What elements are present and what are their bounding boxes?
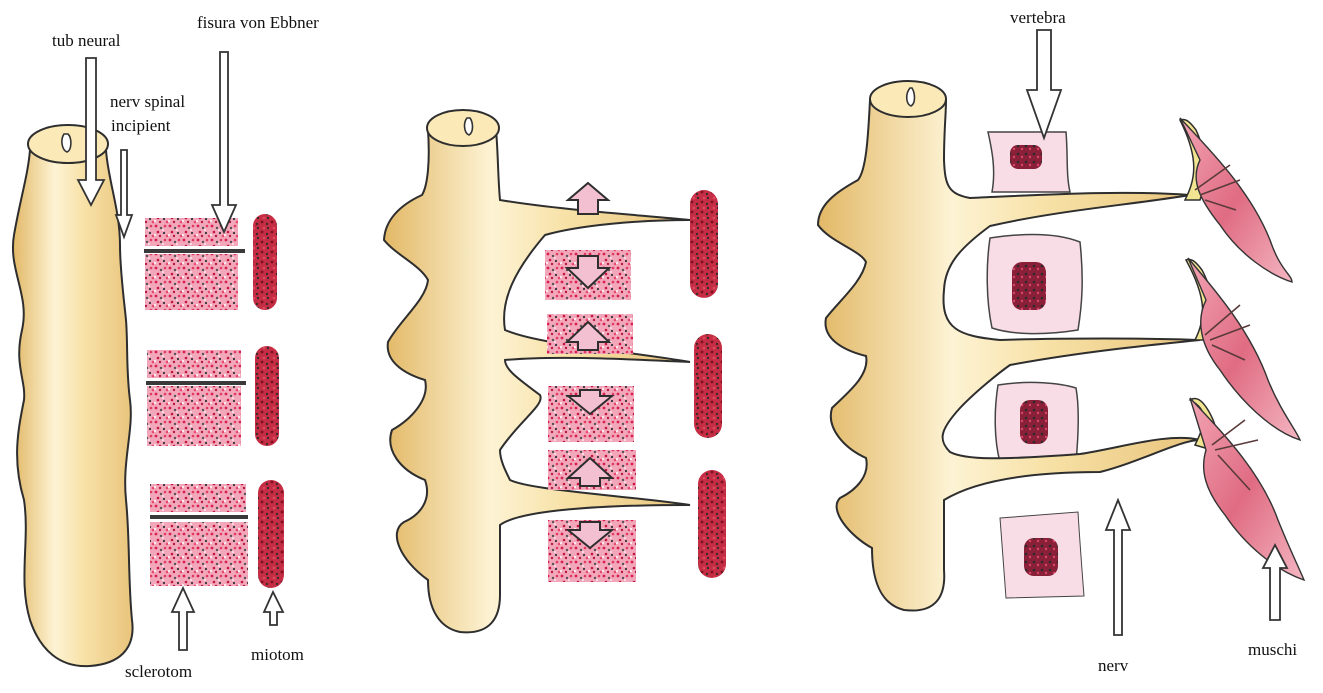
neural-tube-2 <box>384 130 690 632</box>
label-nerv-spinal-line2: incipient <box>111 116 170 136</box>
arrow-down-icon <box>116 150 132 237</box>
neural-canal-1 <box>62 134 71 152</box>
myotome-group-1 <box>253 214 284 588</box>
sclerotome-block <box>147 350 241 378</box>
vertebra-core <box>1024 538 1058 576</box>
vertebra-core <box>1010 145 1042 169</box>
neural-tube-top-2 <box>427 110 499 146</box>
myotome-block <box>255 346 279 446</box>
neural-canal-2 <box>465 118 473 135</box>
sclerotome-block <box>150 522 248 586</box>
myotome-block <box>253 214 277 310</box>
sclerotome-block <box>147 386 241 446</box>
myotome-block <box>698 470 726 578</box>
label-sclerotom: sclerotom <box>125 662 192 682</box>
neural-canal-3 <box>907 88 915 106</box>
panel-3 <box>818 30 1304 635</box>
label-nerv: nerv <box>1098 656 1128 676</box>
panel-2 <box>384 110 726 632</box>
myotome-group-2 <box>690 190 726 578</box>
myotome-block <box>258 480 284 588</box>
sclerotome-block <box>150 484 246 512</box>
label-tub-neural: tub neural <box>52 31 120 51</box>
vertebra-core <box>1020 400 1048 444</box>
label-muschi: muschi <box>1248 640 1297 660</box>
neural-tube-1 <box>13 150 133 666</box>
label-vertebra: vertebra <box>1010 8 1066 28</box>
myotome-block <box>690 190 718 298</box>
sclerotome-group-1 <box>144 218 248 586</box>
arrow-up-icon <box>1106 500 1130 635</box>
arrow-up-icon <box>172 588 194 650</box>
sclerotome-block <box>145 254 238 310</box>
arrow-up-icon <box>264 592 283 625</box>
arrow-down-icon <box>212 52 236 232</box>
panel-1 <box>13 52 284 666</box>
arrow-down-icon <box>1027 30 1061 138</box>
myotome-block <box>694 334 722 438</box>
muscle-group <box>1180 118 1304 580</box>
label-miotom: miotom <box>251 645 304 665</box>
vertebra-core <box>1012 262 1046 310</box>
label-fisura-von-ebbner: fisura von Ebbner <box>197 13 319 33</box>
label-nerv-spinal-line1: nerv spinal <box>110 92 185 112</box>
